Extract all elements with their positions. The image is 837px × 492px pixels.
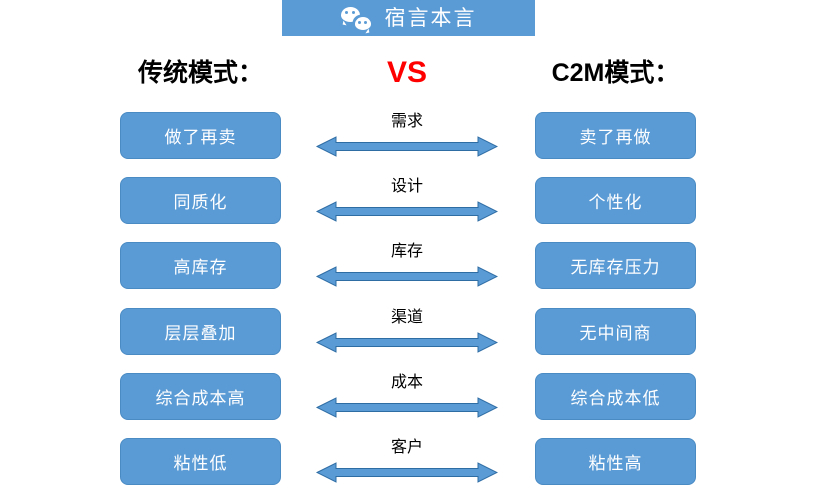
connector-label: 设计 <box>390 178 423 195</box>
heading-c2m-model: C2M模式： <box>551 59 680 87</box>
comparison-row: 层层叠加 渠道 无中间商 <box>0 308 837 355</box>
heading-traditional-model: 传统模式： <box>137 59 263 87</box>
comparison-row: 综合成本高 成本 综合成本低 <box>0 373 837 420</box>
comparison-connector: 成本 <box>316 373 498 420</box>
bubble-dot <box>344 11 348 14</box>
comparison-connector: 客户 <box>316 438 498 485</box>
connector-label: 库存 <box>390 243 423 260</box>
traditional-model-pill[interactable]: 做了再卖 <box>120 112 281 159</box>
bubble-dot <box>357 21 361 24</box>
c2m-model-pill[interactable]: 无中间商 <box>535 308 696 355</box>
connector-label: 成本 <box>390 374 423 391</box>
double-arrow-icon <box>316 136 498 157</box>
comparison-row: 同质化 设计 个性化 <box>0 177 837 224</box>
traditional-model-pill[interactable]: 层层叠加 <box>120 308 281 355</box>
header-banner: 宿言本言 <box>282 0 535 36</box>
double-arrow-icon <box>316 332 498 353</box>
header-title: 宿言本言 <box>384 6 477 30</box>
bubble-dot <box>351 11 355 14</box>
connector-label: 需求 <box>390 113 423 130</box>
traditional-model-pill[interactable]: 粘性低 <box>120 438 281 485</box>
heading-vs: VS <box>386 56 428 89</box>
comparison-connector: 需求 <box>316 112 498 159</box>
comparison-row: 做了再卖 需求 卖了再做 <box>0 112 837 159</box>
connector-label: 客户 <box>390 439 423 456</box>
double-arrow-icon <box>316 266 498 287</box>
c2m-model-pill[interactable]: 粘性高 <box>535 438 696 485</box>
traditional-model-pill[interactable]: 同质化 <box>120 177 281 224</box>
comparison-row: 高库存 库存 无库存压力 <box>0 242 837 289</box>
double-arrow-icon <box>316 462 498 483</box>
speech-bubble-large <box>340 7 360 22</box>
double-arrow-icon <box>316 201 498 222</box>
comparison-connector: 渠道 <box>316 308 498 355</box>
comparison-row: 粘性低 客户 粘性高 <box>0 438 837 485</box>
wechat-icon <box>340 6 371 30</box>
comparison-connector: 设计 <box>316 177 498 224</box>
traditional-model-pill[interactable]: 综合成本高 <box>120 373 281 420</box>
c2m-model-pill[interactable]: 综合成本低 <box>535 373 696 420</box>
traditional-model-pill[interactable]: 高库存 <box>120 242 281 289</box>
connector-label: 渠道 <box>390 309 423 326</box>
speech-bubble-small <box>354 17 371 30</box>
c2m-model-pill[interactable]: 卖了再做 <box>535 112 696 159</box>
c2m-model-pill[interactable]: 无库存压力 <box>535 242 696 289</box>
c2m-model-pill[interactable]: 个性化 <box>535 177 696 224</box>
bubble-dot <box>363 21 367 24</box>
comparison-connector: 库存 <box>316 242 498 289</box>
double-arrow-icon <box>316 397 498 418</box>
